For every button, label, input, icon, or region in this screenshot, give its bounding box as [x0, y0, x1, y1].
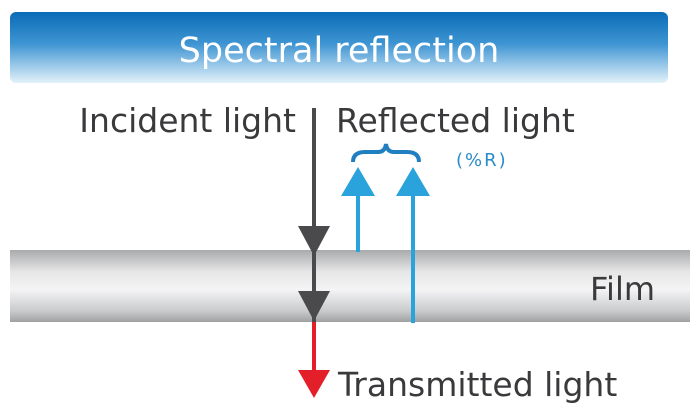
arrowhead-up-icon: [341, 167, 375, 196]
transmitted-light-label: Transmitted light: [337, 365, 617, 404]
arrowhead-down-icon: [298, 226, 330, 256]
reflected-arrows: [341, 143, 430, 323]
transmitted-arrow: [298, 322, 330, 398]
arrowhead-down-icon: [298, 291, 330, 321]
arrowhead-up-icon: [396, 167, 430, 196]
curly-brace-icon: [351, 143, 421, 163]
reflected-light-label: Reflected light: [336, 101, 575, 140]
title-banner: Spectral reflection: [10, 12, 668, 83]
film-label: Film: [590, 270, 655, 308]
incident-light-label: Incident light: [79, 101, 296, 140]
percent-r-label: (%R): [456, 150, 508, 171]
film-layer: Film: [10, 250, 690, 322]
title: Spectral reflection: [179, 31, 500, 71]
incident-arrow: [298, 108, 330, 322]
arrowhead-down-icon: [298, 370, 330, 398]
